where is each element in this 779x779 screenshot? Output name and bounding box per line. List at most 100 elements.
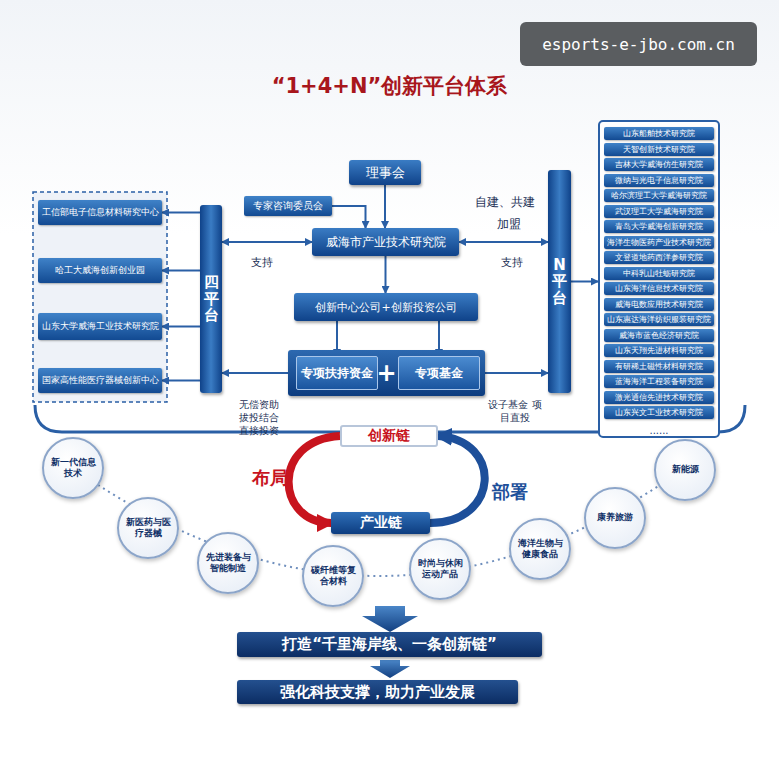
node-text: 山东兴文工业技术研究院: [615, 407, 703, 418]
node-text: 山东海洋信息技术研究院: [615, 283, 703, 294]
list-panel: ...... 山东船舶技术研究院天智创新技术研究院吉林大学威海仿生研究院微纳与光电…: [598, 120, 720, 438]
industry-circle: 时尚与休闲运动产品: [409, 538, 471, 600]
edge-label: 部署: [490, 480, 530, 503]
institute-box: 蓝海海洋工程装备研究院: [604, 375, 714, 388]
connector: [222, 372, 296, 374]
institute-box: 山东天翔先进材料研究院: [604, 344, 714, 357]
edge-label: 设子基金 项目直投: [488, 398, 542, 424]
node-text: 文登道地药西洋参研究院: [615, 252, 703, 263]
industry-circle: 新一代信息技术: [42, 437, 104, 499]
institute-box: 威海市蓝色经济研究院: [604, 329, 714, 342]
institute-box: 山东兴文工业技术研究院: [604, 406, 714, 419]
dotted-arc: [73, 468, 685, 576]
platform-box: 山东大学威海工业技术研究院: [38, 313, 162, 340]
node-text: 产业链: [360, 514, 402, 532]
institute-box: 天智创新技术研究院: [604, 143, 714, 156]
node-text: 山东天翔先进材料研究院: [615, 345, 703, 356]
node-text: 激光通信先进技术研究院: [615, 392, 703, 403]
institute-box: 激光通信先进技术研究院: [604, 391, 714, 404]
institute-box: 微纳与光电子信息研究院: [604, 174, 714, 187]
edge-label: 无偿资助 拔投结合 直接投资: [234, 398, 284, 437]
node-text: 中科乳山牡蛎研究院: [623, 268, 695, 279]
title-text: “1+4+N”创新平台体系: [0, 72, 779, 100]
node-text: 康养旅游: [597, 512, 633, 523]
node-text: 专项扶持资金: [301, 365, 373, 382]
down-arrow: [370, 660, 410, 678]
process-box: 专家咨询委员会: [244, 196, 332, 216]
institute-box: 吉林大学威海仿生研究院: [604, 158, 714, 171]
connector: [162, 212, 200, 214]
industry-circle: 新能源: [654, 439, 716, 501]
cycle-arrow: [430, 436, 485, 523]
platform-bar: N平台: [548, 170, 571, 393]
fund-panel: +专项扶持资金 专项基金: [288, 350, 485, 396]
node-text: ......: [649, 425, 668, 436]
institute-box: 有研稀土磁性材料研究院: [604, 360, 714, 373]
node-text: 国家高性能医疗器械创新中心: [42, 374, 159, 387]
connector: [332, 206, 366, 228]
node-text: 新医药与医疗器械: [125, 517, 171, 540]
node-text: 山东大学威海工业技术研究院: [42, 320, 159, 333]
chain-box: 创新链: [340, 425, 438, 447]
institute-box: 文登道地药西洋参研究院: [604, 251, 714, 264]
node-text: 吉林大学威海仿生研究院: [615, 159, 703, 170]
node-text: 哈尔滨理工大学威海研究院: [611, 190, 707, 201]
node-text: 海洋生物与健康食品: [517, 538, 563, 561]
node-text: 强化科技支撑，助力产业发展: [280, 683, 475, 702]
connector: [480, 372, 548, 374]
node-text: 新能源: [672, 464, 699, 475]
industry-circle: 海洋生物与健康食品: [509, 518, 571, 580]
node-text: 哈工大威海创新创业园: [55, 264, 145, 277]
node-text: 先进装备与智能制造: [205, 552, 251, 575]
node-text: 蓝海海洋工程装备研究院: [615, 376, 703, 387]
node-text: 专项基金: [415, 365, 463, 382]
note-label: esports-e-jbo.com.cn: [520, 22, 757, 66]
dashed-frame: [33, 192, 167, 402]
industry-circle: 新医药与医疗器械: [117, 497, 179, 559]
process-box: 理事会: [349, 160, 421, 185]
note-label: 加盟: [494, 216, 524, 234]
institute-box: 中科乳山牡蛎研究院: [604, 267, 714, 280]
platform-box: 工信部电子信息材料研究中心: [38, 200, 162, 225]
note-label: 自建、共建: [472, 194, 538, 212]
node-text: 有研稀土磁性材料研究院: [615, 361, 703, 372]
connector: [162, 380, 200, 382]
connector: [571, 281, 598, 283]
node-text: 威海市蓝色经济研究院: [619, 330, 699, 341]
node-text: 工信部电子信息材料研究中心: [42, 206, 159, 219]
banner-box: 打造“千里海岸线、一条创新链”: [237, 632, 542, 657]
fund-box: 专项基金: [398, 356, 480, 390]
node-text: 四平台: [204, 274, 219, 324]
node-text: 山东船舶技术研究院: [623, 128, 695, 139]
node-text: 天智创新技术研究院: [623, 144, 695, 155]
node-text: 青岛大学威海创新研究院: [615, 221, 703, 232]
node-text: +: [376, 359, 396, 387]
connector: [384, 185, 386, 228]
institute-box: 武汉理工大学威海研究院: [604, 205, 714, 218]
node-text: N平台: [552, 257, 567, 307]
banner-box: 强化科技支撑，助力产业发展: [237, 680, 518, 704]
node-text: 理事会: [366, 164, 405, 182]
industry-circle: 康养旅游: [584, 487, 646, 549]
institute-box: 哈尔滨理工大学威海研究院: [604, 189, 714, 202]
connector: [459, 241, 548, 243]
industry-circle: 碳纤维等复合材料: [302, 545, 364, 607]
node-text: 威海市产业技术研究院: [326, 234, 446, 251]
node-text: 新一代信息技术: [50, 457, 96, 480]
platform-box: 国家高性能医疗器械创新中心: [38, 368, 162, 393]
industry-circle: 先进装备与智能制造: [197, 532, 259, 594]
node-text: 海洋生物医药产业技术研究院: [607, 237, 711, 248]
node-text: 专家咨询委员会: [253, 199, 323, 213]
edge-label: 支持: [244, 256, 280, 270]
institute-box: 山东船舶技术研究院: [604, 127, 714, 140]
connector: [162, 326, 200, 328]
process-box: 创新中心公司+创新投资公司: [294, 293, 478, 321]
node-text: 碳纤维等复合材料: [310, 565, 356, 588]
institute-box: 山东海洋信息技术研究院: [604, 282, 714, 295]
edge-label: 支持: [494, 256, 530, 270]
institute-box: 山东惠达海洋纺织服装研究院: [604, 313, 714, 326]
process-box: 威海市产业技术研究院: [312, 228, 459, 256]
node-text: 山东惠达海洋纺织服装研究院: [607, 314, 711, 325]
connector: [222, 241, 312, 243]
connector: [385, 256, 387, 293]
